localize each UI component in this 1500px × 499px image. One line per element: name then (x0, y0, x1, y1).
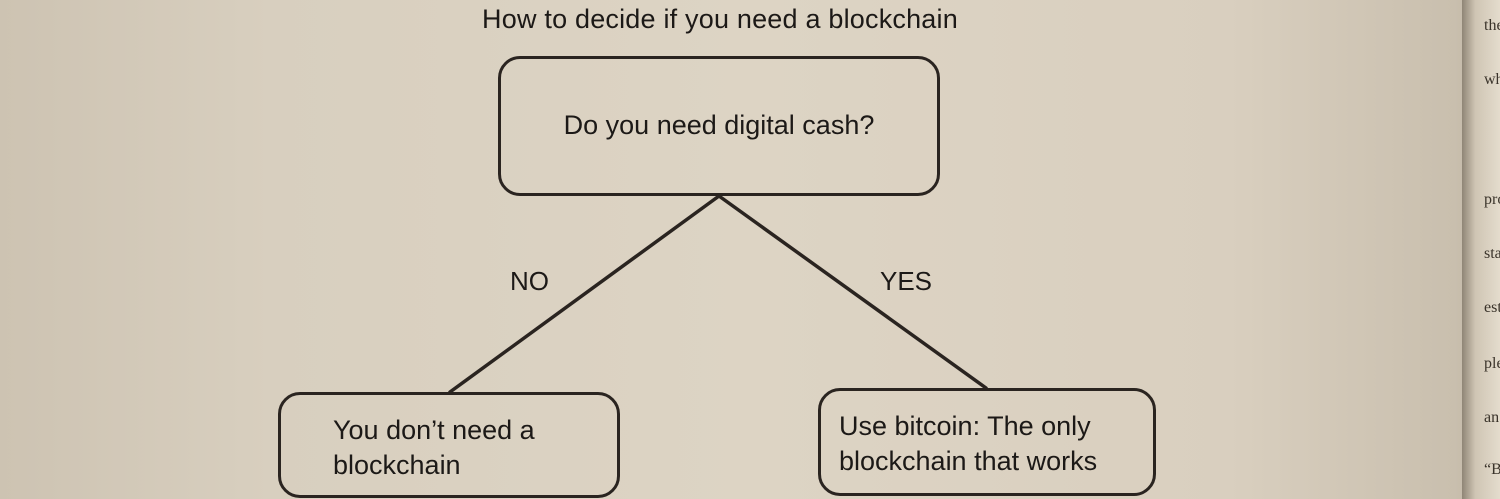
root-node: Do you need digital cash? (498, 56, 940, 196)
diagram-connectors (448, 194, 988, 394)
branch-label-no: NO (510, 266, 549, 296)
outcome-node-no: You don’t need a blockchain (278, 392, 620, 498)
connector-no (448, 194, 721, 394)
connector-yes (717, 194, 988, 390)
edge-fragment: sta (1484, 245, 1500, 262)
edge-fragment: an (1484, 409, 1500, 426)
outcome-no-text: You don’t need a blockchain (333, 415, 535, 481)
edge-fragment: the (1484, 17, 1500, 34)
branch-label-yes: YES (880, 266, 933, 296)
outcome-node-yes: Use bitcoin: The only blockchain that wo… (818, 388, 1156, 496)
root-question: Do you need digital cash? (563, 110, 875, 141)
facing-page-edge (1462, 0, 1500, 499)
decision-diagram: How to decide if you need a blockchain D… (278, 4, 1156, 498)
outcome-yes-text: Use bitcoin: The only blockchain that wo… (839, 411, 1098, 477)
edge-fragment: est (1484, 299, 1500, 316)
edge-fragment: pro (1484, 191, 1500, 208)
edge-fragment: wh (1484, 71, 1500, 88)
edge-fragment: ple (1484, 355, 1500, 372)
diagram-title: How to decide if you need a blockchain (482, 4, 958, 34)
edge-fragment: “B (1484, 461, 1500, 478)
